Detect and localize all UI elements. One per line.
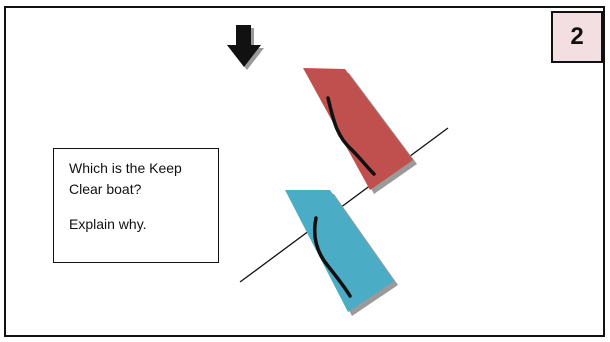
red-boat-sail — [326, 96, 376, 176]
red-boat — [303, 68, 417, 194]
slide-number-badge: 2 — [551, 11, 603, 63]
overlap-line — [239, 127, 449, 283]
question-box: Which is the Keep Clear boat? Explain wh… — [53, 148, 219, 263]
blue-boat-hull — [285, 190, 394, 312]
wind-arrow-icon — [227, 25, 264, 70]
red-boat-hull — [303, 68, 413, 190]
question-text: Which is the Keep Clear boat? — [69, 160, 182, 197]
blue-boat — [285, 190, 398, 316]
blue-boat-sail — [313, 216, 352, 298]
instruction-text: Explain why. — [69, 216, 147, 232]
